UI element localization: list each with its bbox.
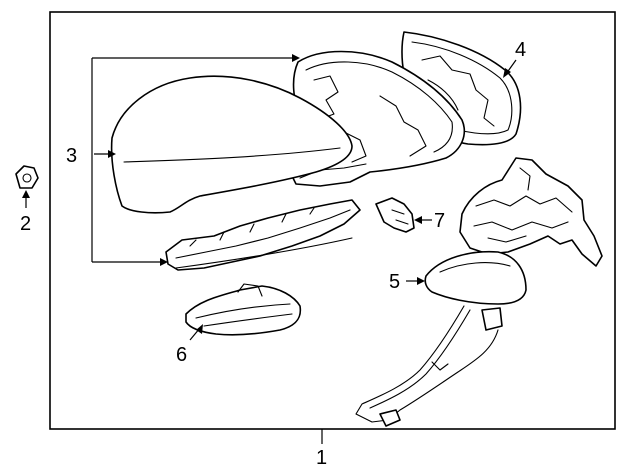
assembly-frame (49, 11, 616, 430)
mirror-bracket-part (459, 157, 603, 267)
turn-signal-lamp-part (185, 283, 302, 336)
callout-3-label: 3 (66, 145, 77, 167)
base-cover-part (424, 250, 527, 305)
callout-1-label: 1 (316, 447, 327, 469)
callout-6-arrow (196, 324, 203, 334)
callout-4-arrow (503, 68, 511, 78)
callout-7-arrow (414, 216, 422, 224)
wire-harness (355, 305, 503, 427)
callout-5-arrow (417, 277, 425, 285)
callout-3-arrow-housing (292, 54, 300, 62)
callout-4-label: 4 (515, 39, 526, 61)
callout-3-arrow-trim (160, 258, 168, 266)
callout-5-label: 5 (389, 271, 400, 293)
bulb-part (375, 197, 415, 233)
callout-7-label: 7 (434, 210, 445, 232)
nut-part (15, 165, 39, 189)
callout-2-arrow (22, 190, 30, 198)
callout-3-arrow-cover (108, 150, 116, 158)
lower-trim-strip (165, 199, 361, 271)
callout-2-label: 2 (20, 213, 31, 235)
callout-3-leader (91, 57, 296, 263)
callout-6-label: 6 (176, 344, 187, 366)
mirror-cover-part (110, 75, 353, 214)
